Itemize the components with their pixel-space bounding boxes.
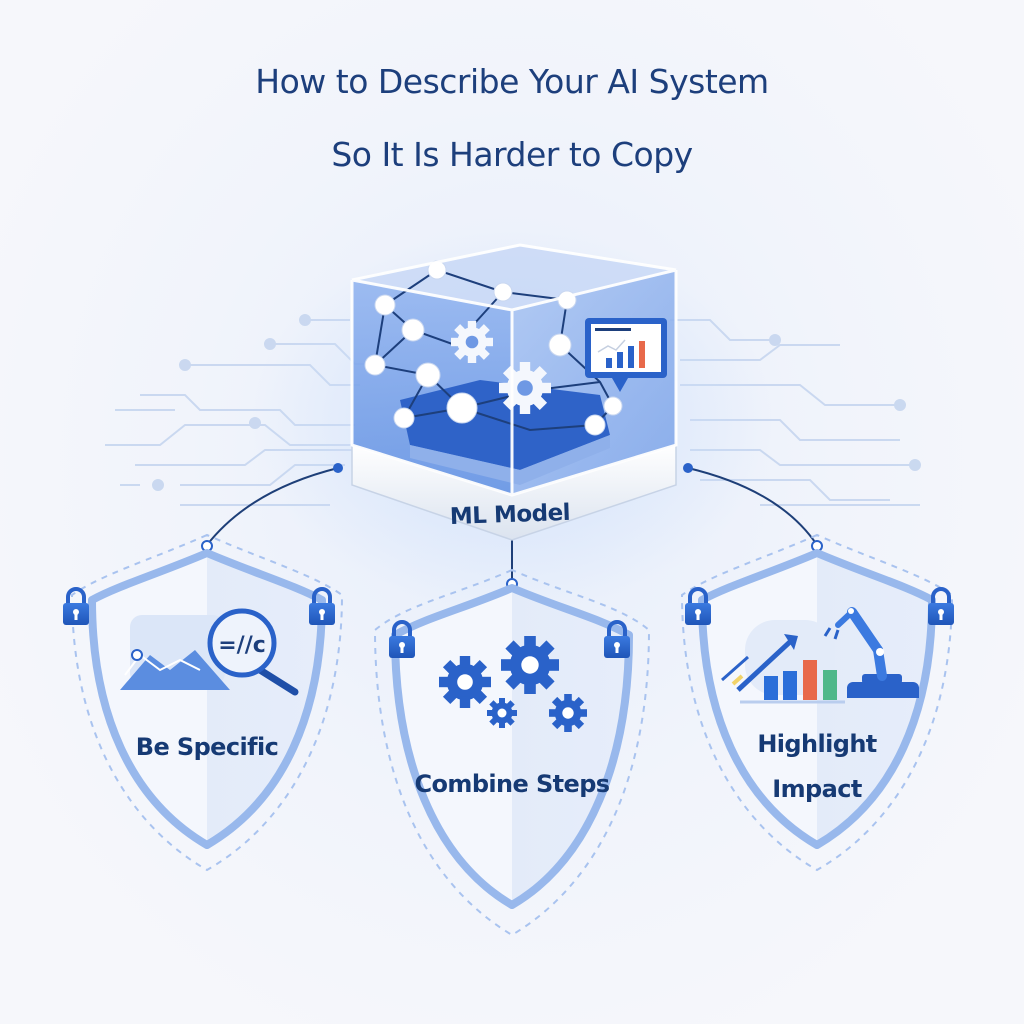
highlight-impact-label: Highlight Impact bbox=[702, 722, 932, 812]
magnifier-over-landscape-icon: =//c bbox=[120, 608, 299, 696]
be-specific-label: Be Specific bbox=[135, 733, 279, 761]
svg-text:=//c: =//c bbox=[218, 633, 266, 658]
page-title-line-2: So It Is Harder to Copy bbox=[331, 135, 693, 174]
dashboard-chart-icon bbox=[585, 318, 667, 392]
connector-lines bbox=[206, 467, 818, 582]
page-title-line-1: How to Describe Your AI System bbox=[255, 62, 769, 101]
connector-left bbox=[206, 467, 339, 546]
shield-be-specific: =//c bbox=[61, 533, 344, 872]
highlight-impact-line-2: Impact bbox=[772, 775, 862, 803]
chart-and-robot-arm-icon bbox=[721, 607, 919, 704]
combine-steps-label: Combine Steps bbox=[414, 770, 611, 798]
connector-right bbox=[687, 467, 818, 546]
shield-highlight-impact bbox=[680, 533, 956, 872]
ml-model-cube bbox=[350, 243, 678, 541]
shield-combine-steps bbox=[373, 568, 651, 937]
highlight-impact-line-1: Highlight bbox=[757, 730, 877, 758]
